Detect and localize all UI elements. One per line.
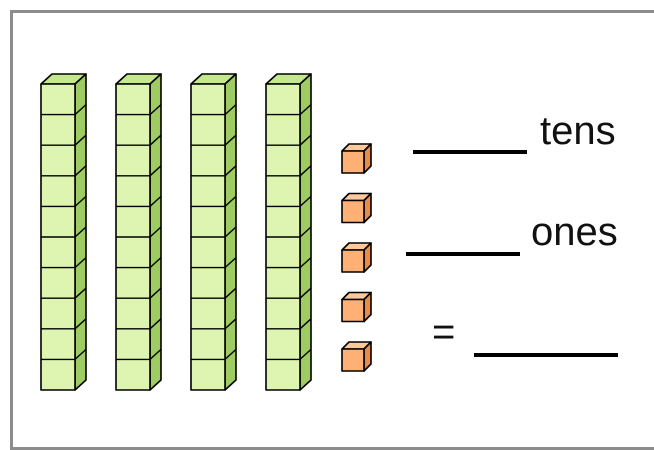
ones-cube <box>341 291 372 323</box>
ones-cube-front <box>341 150 365 174</box>
ones-cube <box>341 143 372 174</box>
ones-cube <box>341 192 372 224</box>
tens-rod <box>40 73 87 391</box>
tens-rod <box>190 73 237 391</box>
tens-answer-blank[interactable] <box>413 150 527 154</box>
ones-cube-front <box>341 249 365 273</box>
total-answer-blank[interactable] <box>474 353 618 357</box>
tens-rod <box>115 73 162 391</box>
ones-cube-front <box>341 199 365 224</box>
tens-label: tens <box>540 109 616 153</box>
ones-cube <box>341 341 372 372</box>
tens-rod <box>265 73 312 391</box>
ones-answer-blank[interactable] <box>406 252 520 256</box>
ones-label: ones <box>531 210 618 254</box>
ones-cube <box>341 242 372 273</box>
ones-cube-front <box>341 298 365 323</box>
equals-sign: = <box>432 310 456 354</box>
ones-cube-front <box>341 348 365 372</box>
base-ten-blocks <box>40 73 372 391</box>
